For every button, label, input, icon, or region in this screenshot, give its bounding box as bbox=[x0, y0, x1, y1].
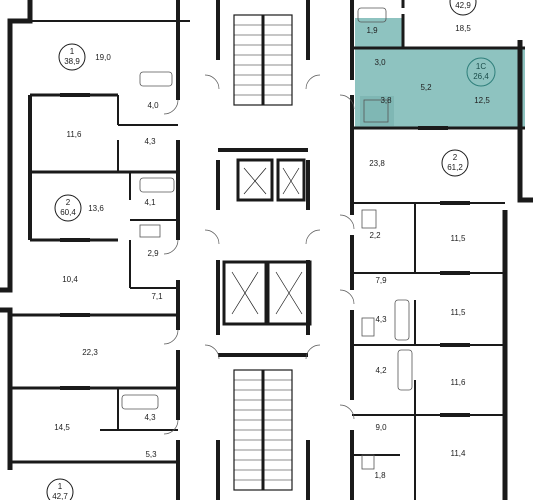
room-area: 7,9 bbox=[375, 276, 387, 285]
badge-area: 61,2 bbox=[447, 163, 463, 172]
badge-apt-2-left[interactable]: 2 60,4 bbox=[54, 194, 82, 222]
room-area: 10,4 bbox=[62, 275, 78, 284]
room-area: 5,3 bbox=[145, 450, 157, 459]
badge-area: 42,9 bbox=[455, 1, 471, 10]
room-area: 22,3 bbox=[82, 348, 98, 357]
room-area: 18,5 bbox=[455, 24, 471, 33]
badge-area: 42,7 bbox=[52, 492, 68, 500]
room-area: 13,6 bbox=[88, 204, 104, 213]
room-area: 11,4 bbox=[451, 449, 467, 458]
room-area: 12,5 bbox=[474, 96, 490, 105]
room-area: 4,2 bbox=[375, 366, 387, 375]
room-area: 3,0 bbox=[374, 58, 386, 67]
badge-apt-2-right[interactable]: 2 61,2 bbox=[441, 149, 469, 177]
room-area: 11,6 bbox=[67, 130, 83, 139]
badge-apt-top-right[interactable]: 42,9 bbox=[449, 0, 477, 16]
room-area: 11,6 bbox=[451, 378, 467, 387]
room-labels-right: 18,5 1,9 3,0 5,2 12,5 3,8 23,8 2,2 11,5 … bbox=[366, 24, 490, 480]
badge-apt-1-top-left[interactable]: 1 38,9 bbox=[58, 43, 86, 71]
room-area: 1,9 bbox=[366, 26, 378, 35]
room-area: 3,8 bbox=[380, 96, 392, 105]
badge-apt-1-bottom-left[interactable]: 1 42,7 bbox=[46, 478, 74, 500]
badge-number: 2 bbox=[453, 153, 458, 162]
room-area: 2,2 bbox=[369, 231, 381, 240]
stair-upper bbox=[233, 14, 293, 106]
room-area: 19,0 bbox=[95, 53, 111, 62]
apt-1c-fill bbox=[355, 18, 525, 128]
room-area: 2,9 bbox=[147, 249, 159, 258]
room-area: 5,2 bbox=[420, 83, 432, 92]
room-area: 4,3 bbox=[375, 315, 387, 324]
room-area: 7,1 bbox=[151, 292, 163, 301]
room-area: 4,3 bbox=[144, 413, 156, 422]
badge-area: 38,9 bbox=[64, 57, 80, 66]
room-area: 14,5 bbox=[54, 423, 70, 432]
badge-apt-1c[interactable]: 1С 26,4 bbox=[466, 57, 496, 87]
badge-number: 1 bbox=[58, 482, 63, 491]
badge-area: 60,4 bbox=[60, 208, 76, 217]
windows bbox=[60, 93, 470, 417]
room-area: 23,8 bbox=[369, 159, 385, 168]
fixtures bbox=[121, 7, 413, 470]
badge-number: 2 bbox=[66, 198, 71, 207]
badge-number: 1С bbox=[476, 62, 486, 71]
room-area: 11,5 bbox=[451, 234, 467, 243]
room-area: 4,1 bbox=[144, 198, 156, 207]
apartment-1c-highlight[interactable] bbox=[355, 18, 525, 128]
stair-lower bbox=[233, 369, 293, 491]
apartment-badges: 1 38,9 2 60,4 1 42,7 1С 26,4 2 61,2 42,9 bbox=[46, 0, 496, 500]
room-labels-left: 19,0 4,0 11,6 4,3 13,6 4,1 2,9 10,4 7,1 … bbox=[54, 53, 163, 459]
room-area: 4,3 bbox=[144, 137, 156, 146]
badge-area: 26,4 bbox=[473, 72, 489, 81]
doors bbox=[163, 74, 355, 435]
room-area: 4,0 bbox=[147, 101, 159, 110]
room-area: 1,8 bbox=[374, 471, 386, 480]
badge-number: 1 bbox=[70, 47, 75, 56]
room-area: 9,0 bbox=[375, 423, 387, 432]
room-area: 11,5 bbox=[451, 308, 467, 317]
elevators bbox=[222, 158, 312, 326]
